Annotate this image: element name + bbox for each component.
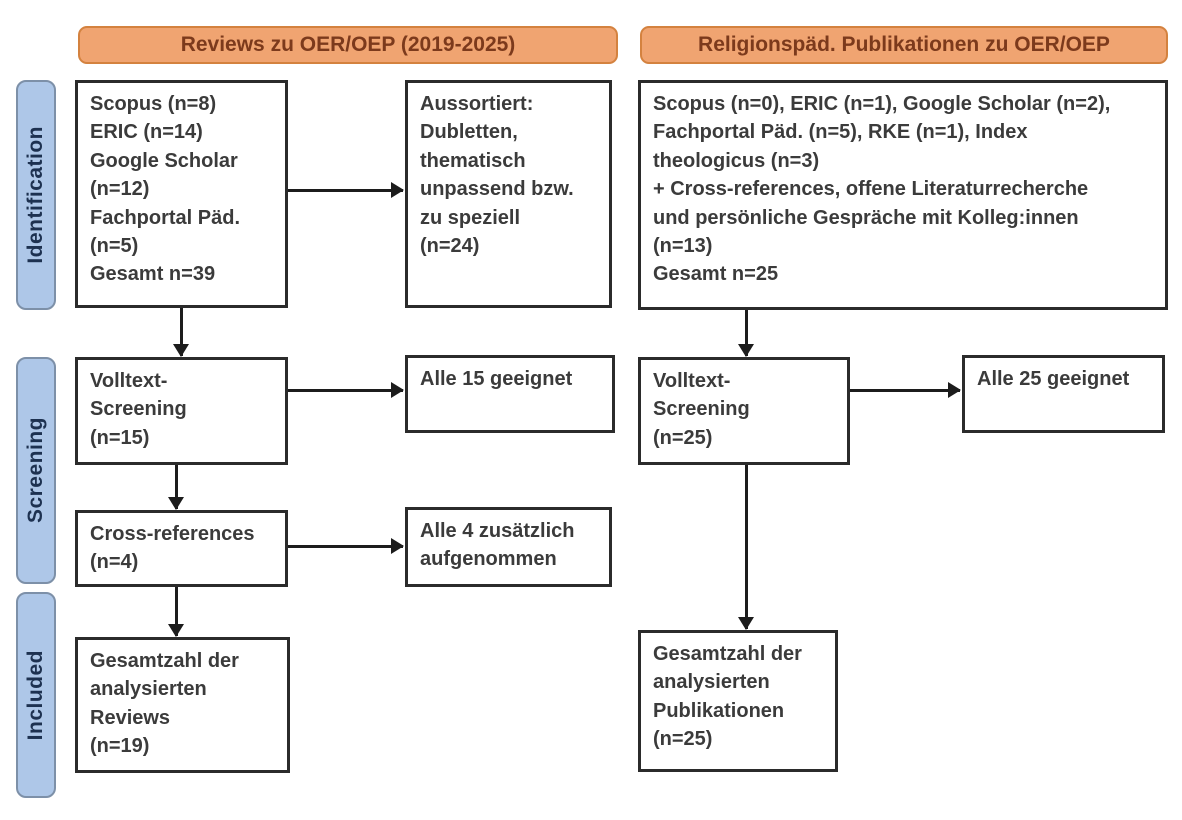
arrow-down-icon (738, 310, 754, 357)
column-header-reviews-label: Reviews zu OER/OEP (2019-2025) (180, 33, 516, 56)
arrow-right-icon (850, 382, 961, 398)
arrow-right-icon (288, 182, 404, 198)
arrow-down-icon (738, 465, 754, 630)
box-right-fulltext-result: Alle 25 geeignet (962, 355, 1165, 433)
box-right-fulltext-screening: Volltext-Screening(n=25) (638, 357, 850, 465)
stage-label-included-text: Included (24, 649, 47, 741)
arrow-down-icon (168, 587, 184, 637)
stage-label-identification: Identification (16, 80, 56, 310)
box-right-identification-sources: Scopus (n=0), ERIC (n=1), Google Scholar… (638, 80, 1168, 310)
arrow-down-icon (168, 465, 184, 510)
arrow-down-icon (173, 308, 189, 357)
stage-label-screening-text: Screening (24, 417, 47, 524)
box-left-fulltext-result: Alle 15 geeignet (405, 355, 615, 433)
stage-label-included: Included (16, 592, 56, 798)
arrow-right-icon (288, 538, 404, 554)
box-left-crossreferences: Cross-references(n=4) (75, 510, 288, 587)
column-header-religionspaed-label: Religionspäd. Publikationen zu OER/OEP (698, 33, 1110, 56)
arrow-right-icon (288, 382, 404, 398)
stage-label-screening: Screening (16, 357, 56, 584)
stage-label-identification-text: Identification (24, 126, 47, 264)
column-header-religionspaed: Religionspäd. Publikationen zu OER/OEP (640, 26, 1168, 64)
column-header-reviews: Reviews zu OER/OEP (2019-2025) (78, 26, 618, 64)
box-left-identification-sources: Scopus (n=8)ERIC (n=14)Google Scholar(n=… (75, 80, 288, 308)
box-left-fulltext-screening: Volltext-Screening(n=15) (75, 357, 288, 465)
